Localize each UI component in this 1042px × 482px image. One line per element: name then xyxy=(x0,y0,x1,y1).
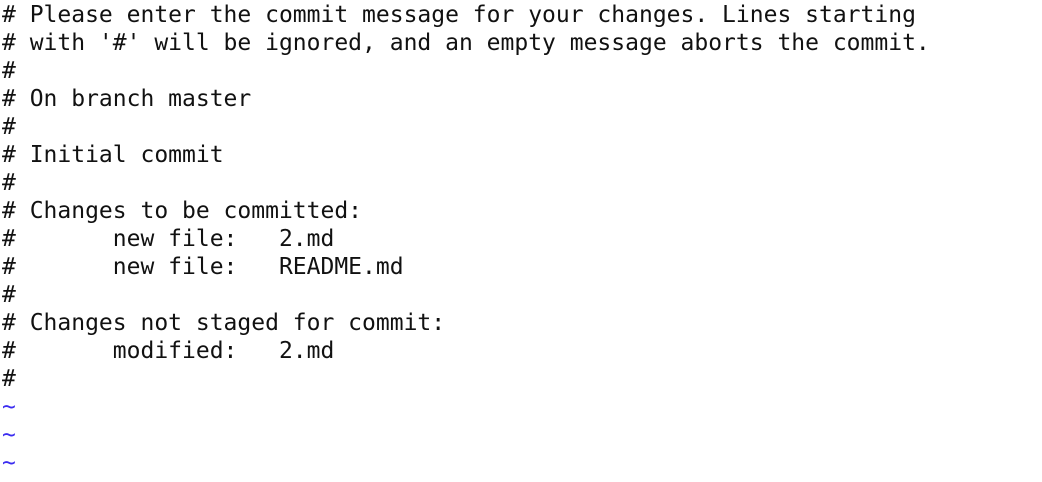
empty-line-marker: ~ xyxy=(2,422,16,448)
comment-line: # xyxy=(2,58,16,84)
comment-line: # xyxy=(2,282,16,308)
comment-line: # Initial commit xyxy=(2,142,224,168)
comment-line: # xyxy=(2,170,16,196)
comment-line: # xyxy=(2,366,16,392)
comment-line: # Changes to be committed: xyxy=(2,198,363,224)
comment-line: # new file: 2.md xyxy=(2,226,335,252)
comment-line: # Please enter the commit message for yo… xyxy=(2,2,916,28)
comment-line: # with '#' will be ignored, and an empty… xyxy=(2,30,930,56)
comment-line: # xyxy=(2,114,16,140)
empty-line-marker: ~ xyxy=(2,450,16,476)
comment-line: # modified: 2.md xyxy=(2,338,335,364)
comment-line: # new file: README.md xyxy=(2,254,404,280)
empty-line-marker: ~ xyxy=(2,394,16,420)
comment-line: # On branch master xyxy=(2,86,252,112)
comment-line: # Changes not staged for commit: xyxy=(2,310,446,336)
